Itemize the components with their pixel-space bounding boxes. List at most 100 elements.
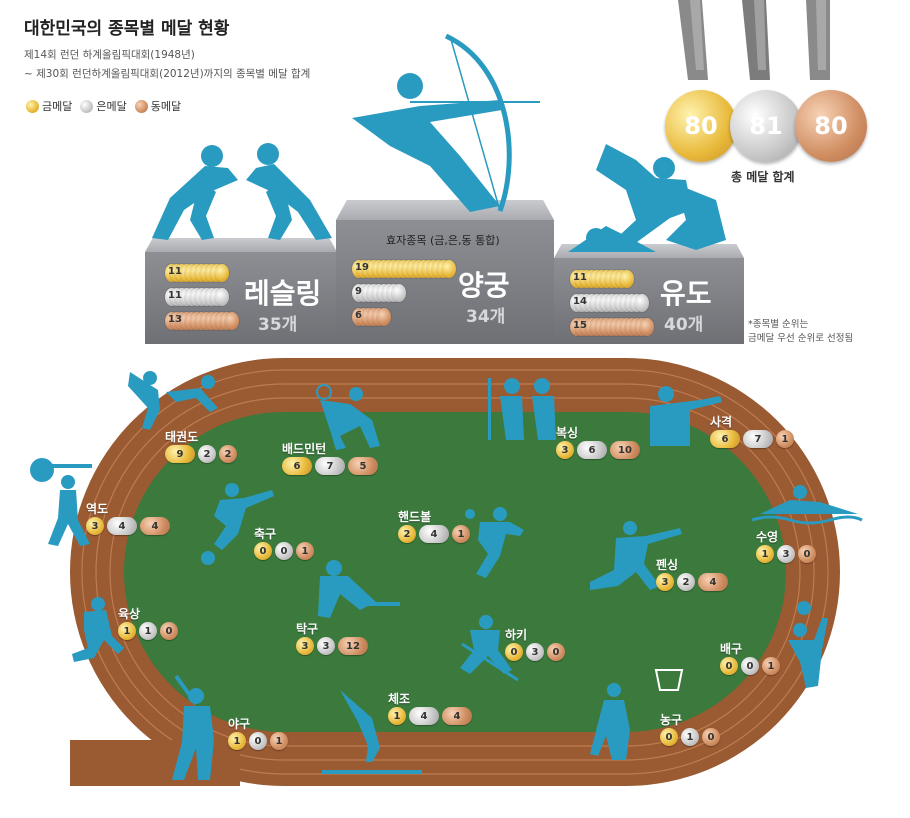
gold-medal-count: 9 <box>165 445 195 463</box>
weightlifting-icon <box>30 458 92 546</box>
bronze-medal-count: 1 <box>270 732 288 750</box>
bronze-medal-count: 0 <box>547 643 565 661</box>
silver-medal-count: 4 <box>409 707 439 725</box>
sport-name: 복싱 <box>556 426 579 440</box>
gold-medal-count: 6 <box>282 457 312 475</box>
archery-silver-count: 9 <box>355 286 362 297</box>
hockey-icon <box>460 615 519 682</box>
bronze-medal-count: 4 <box>698 573 728 591</box>
bronze-medal-icon <box>134 99 148 113</box>
sport-name: 배구 <box>720 642 743 656</box>
wrestling-silver-count: 11 <box>168 290 182 301</box>
gold-medal-count: 0 <box>505 643 523 661</box>
wrestling-gold-stack: 11 <box>165 264 229 282</box>
legend-bronze-label: 동메달 <box>150 100 182 113</box>
baseball-icon <box>172 674 214 780</box>
silver-medal-count: 3 <box>317 637 335 655</box>
archery-gold-stack: 19 <box>352 260 456 278</box>
sport-name: 핸드볼 <box>398 510 432 524</box>
judo-figure-icon <box>568 144 726 252</box>
silver-medal-count: 0 <box>275 542 293 560</box>
gymnastics-icon <box>322 690 422 774</box>
bronze-medal-count: 1 <box>296 542 314 560</box>
bronze-medal-count: 1 <box>762 657 780 675</box>
gold-medal-count: 0 <box>254 542 272 560</box>
legend: 금메달 은메달 동메달 <box>26 98 181 114</box>
bronze-medal-count: 0 <box>702 728 720 746</box>
gold-medal-count: 0 <box>660 728 678 746</box>
sport-name: 하키 <box>505 628 528 642</box>
subtitle-line-2: ~ 제30회 런던하계올림픽대회(2012년)까지의 종목별 메달 합계 <box>24 68 311 80</box>
judo-gold-count: 11 <box>573 272 587 283</box>
medal-ribbons <box>678 0 830 80</box>
bronze-medal-count: 1 <box>452 525 470 543</box>
silver-coin <box>392 284 406 302</box>
gold-medal-icon <box>26 99 39 113</box>
archery-figure-icon <box>352 33 540 212</box>
bronze-medal-count: 1 <box>776 430 794 448</box>
silver-medal-count: 0 <box>741 657 759 675</box>
silver-medal-count: 2 <box>677 573 695 591</box>
wrestling-silver-stack: 11 <box>165 288 229 306</box>
sport-name: 수영 <box>756 530 779 544</box>
archery-total: 34개 <box>466 307 506 327</box>
handball-icon <box>465 507 524 578</box>
athletics-icon <box>72 597 124 662</box>
sport-name: 탁구 <box>296 622 319 636</box>
sport-figures <box>30 371 863 780</box>
podium-note: 효자종목 (금,은,동 통합) <box>386 234 500 247</box>
bronze-medal-count: 4 <box>442 707 472 725</box>
legend-bronze: 동메달 <box>134 98 182 114</box>
bronze-medal-count: 2 <box>219 445 237 463</box>
silver-medal-count: 4 <box>107 517 137 535</box>
gold-coin <box>620 270 634 288</box>
taekwondo-icon <box>128 371 218 430</box>
archery-bronze-stack: 6 <box>352 308 391 326</box>
archery-name: 양궁 <box>458 269 510 302</box>
sport-name: 축구 <box>254 527 277 541</box>
subtitle-line-1: 제14회 런던 하계올림픽대회(1948년) <box>24 49 195 61</box>
badminton-icon <box>316 384 380 450</box>
boxing-icon <box>488 378 556 440</box>
sport-name: 육상 <box>118 607 141 621</box>
silver-medal-count: 0 <box>249 732 267 750</box>
bronze-medal-count: 10 <box>610 441 640 459</box>
judo-name: 유도 <box>660 277 712 310</box>
archery-silver-stack: 9 <box>352 284 406 302</box>
gold-medal-count: 2 <box>398 525 416 543</box>
wrestling-name: 레슬링 <box>244 277 322 310</box>
archery-gold-count: 19 <box>355 262 369 273</box>
gold-medal-count: 1 <box>756 545 774 563</box>
silver-coin <box>215 288 229 306</box>
judo-bronze-count: 15 <box>573 320 587 331</box>
archery-bronze-count: 6 <box>355 310 362 321</box>
page-title: 대한민국의 종목별 메달 현황 <box>24 19 230 39</box>
silver-medal-icon <box>80 99 94 113</box>
bronze-medal-count: 4 <box>140 517 170 535</box>
gold-medal-count: 3 <box>296 637 314 655</box>
footnote-line-1: *종목별 순위는 <box>748 319 809 330</box>
gold-medal-count: 3 <box>656 573 674 591</box>
silver-medal-count: 4 <box>419 525 449 543</box>
judo-silver-stack: 14 <box>570 294 649 312</box>
sport-name: 역도 <box>86 502 109 516</box>
judo-total: 40개 <box>664 315 704 335</box>
gold-medal-count: 1 <box>118 622 136 640</box>
bronze-coin <box>377 308 391 326</box>
